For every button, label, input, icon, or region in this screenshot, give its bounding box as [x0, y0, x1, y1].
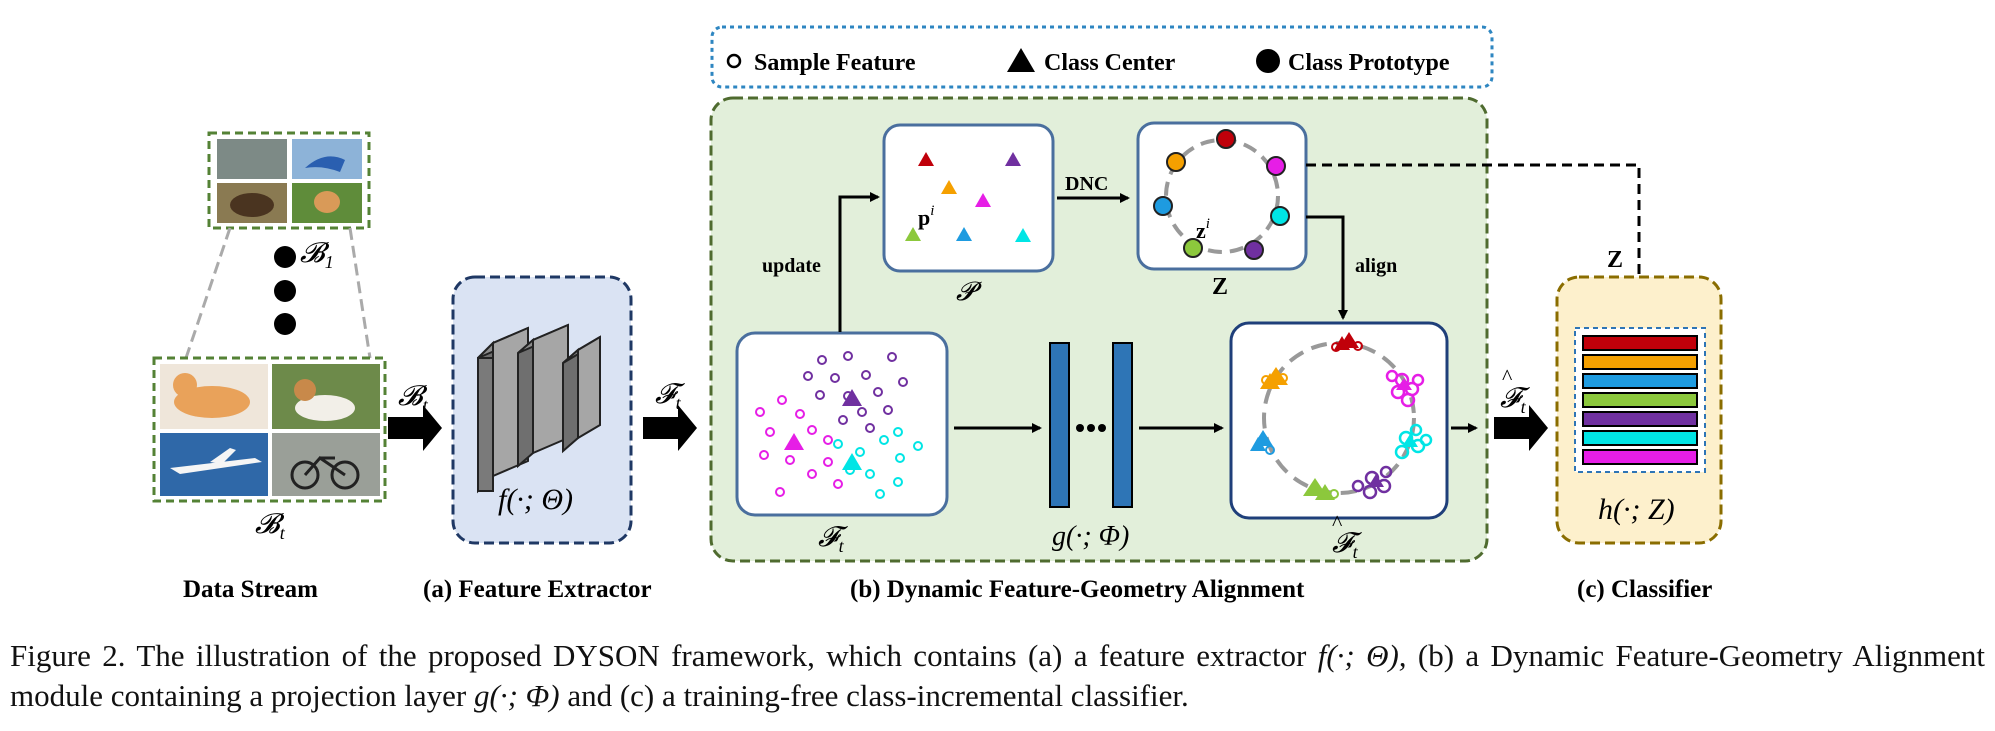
dfga-module: pi 𝓟 DNC zi Z	[709, 96, 1489, 603]
image-cats	[217, 139, 287, 179]
arrow-ft-hat: 𝓕t ^	[1494, 364, 1548, 451]
label-ft-arrow: 𝓕t	[655, 379, 685, 413]
caption-g-expr: g(·; Φ)	[474, 678, 560, 713]
classifier-bar-green	[1582, 392, 1698, 408]
projection-layer-2	[1112, 342, 1133, 508]
label-g-func: g(·; Φ)	[1052, 521, 1129, 552]
label-zi: zi	[1196, 216, 1210, 243]
label-bt-below: 𝓑t	[255, 509, 286, 543]
arrow-ft: 𝓕t	[643, 379, 697, 451]
label-pi: pi	[918, 203, 934, 230]
ellipsis-dot	[274, 313, 296, 335]
label-feature-extractor: (a) Feature Extractor	[423, 576, 652, 603]
caption-f-expr: f(·; Θ),	[1317, 638, 1407, 673]
legend-class-center: Class Center	[1044, 50, 1176, 76]
label-b1: 𝓑1	[300, 238, 334, 272]
align-arrow	[1306, 215, 1348, 320]
image-bicycle	[272, 433, 380, 496]
figure-caption: Figure 2. The illustration of the propos…	[10, 636, 1985, 716]
arrow-bt: 𝓑t	[388, 381, 442, 451]
label-h-func: h(·; Z)	[1598, 493, 1675, 526]
label-dfga: (b) Dynamic Feature-Geometry Alignment	[850, 576, 1305, 603]
class-center-icon	[1007, 48, 1035, 72]
update-arrow	[838, 192, 880, 332]
class-prototype-icon	[1256, 49, 1280, 73]
label-data-stream: Data Stream	[183, 576, 318, 603]
legend-class-prototype: Class Prototype	[1288, 50, 1450, 76]
projection-layer-1	[1049, 342, 1070, 508]
caption-fig-label: Figure 2.	[10, 638, 126, 673]
ellipsis-dot	[274, 246, 296, 268]
classifier: h(·; Z) (c) Classifier	[1555, 275, 1723, 603]
feature-extractor: f(·; Θ) (a) Feature Extractor	[423, 275, 652, 603]
label-z-panel: Z	[1212, 274, 1228, 300]
classifier-bar-purple	[1582, 411, 1698, 427]
classifier-bars	[1582, 335, 1698, 465]
classifier-bar-orange	[1582, 354, 1698, 370]
classifier-bar-magenta	[1582, 449, 1698, 465]
data-stream: 𝓑1 𝓑t Data Stream	[152, 131, 387, 603]
label-z-arrow: Z	[1607, 247, 1623, 273]
caption-text-2: (b) a Dynamic Feature-Geometry Alignment…	[10, 638, 1985, 713]
label-align: align	[1355, 255, 1397, 277]
label-bt-arrow: 𝓑t	[398, 381, 429, 415]
svg-text:^: ^	[1332, 510, 1343, 535]
legend: Sample Feature Class Center Class Protot…	[710, 25, 1494, 89]
label-classifier: (c) Classifier	[1577, 576, 1712, 603]
classifier-bar-blue	[1582, 373, 1698, 389]
aligned-clusters	[1250, 332, 1433, 500]
label-update: update	[762, 255, 821, 277]
class-prototypes	[1153, 129, 1290, 260]
sample-feature-icon	[726, 53, 742, 69]
prototype-panel	[882, 123, 1055, 273]
cnn-layers-icon	[477, 323, 601, 494]
ellipsis-dot	[274, 280, 296, 302]
caption-text-1: The illustration of the proposed DYSON f…	[136, 638, 1307, 673]
svg-text:^: ^	[1502, 364, 1513, 389]
classifier-bar-red	[1582, 335, 1698, 351]
z-arrow	[1306, 163, 1644, 324]
caption-text-3: and (c) a training-free class-incrementa…	[567, 678, 1189, 713]
label-dnc: DNC	[1065, 173, 1108, 195]
prototype-class-centers	[905, 152, 1031, 242]
legend-sample-feature: Sample Feature	[754, 50, 916, 76]
sample-features	[755, 351, 923, 499]
label-f-func: f(·; Θ)	[498, 483, 573, 516]
classifier-bar-cyan	[1582, 430, 1698, 446]
